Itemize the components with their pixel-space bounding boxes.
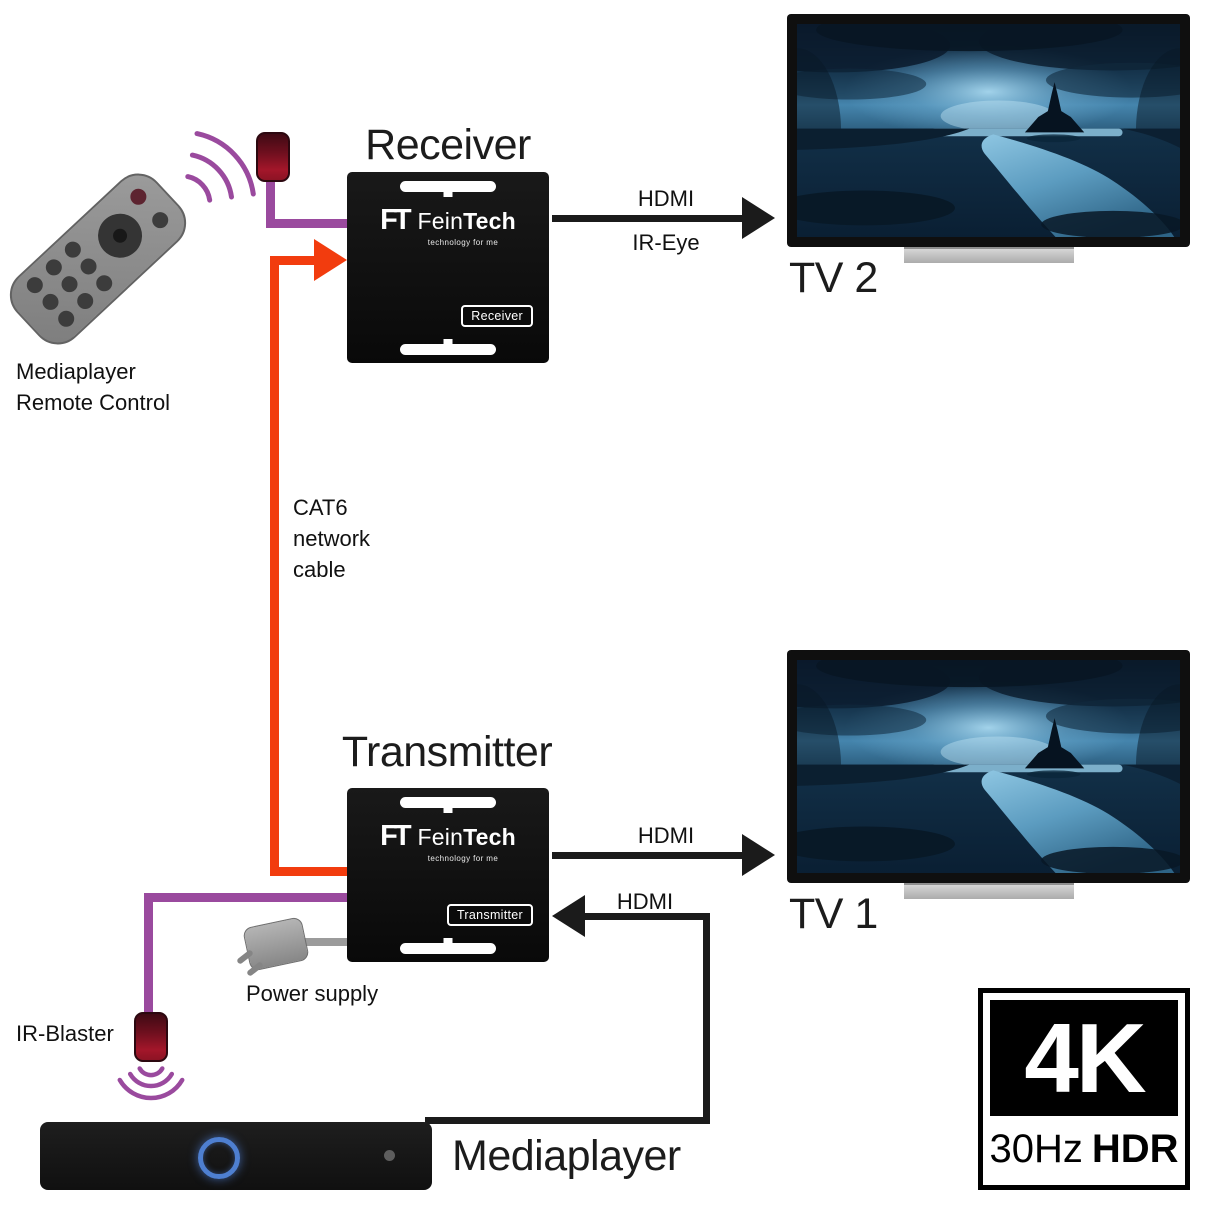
remote-button xyxy=(73,289,97,313)
power-plug-icon xyxy=(242,916,310,972)
tv1-screen-image xyxy=(797,660,1180,873)
brand-fein: Fein xyxy=(417,208,464,234)
brand-tech: Tech xyxy=(463,208,516,234)
cat6-cable-vertical xyxy=(270,256,279,876)
receiver-title: Receiver xyxy=(365,121,531,169)
remote-label-line1: Mediaplayer xyxy=(16,359,136,384)
feintech-logo: FT FeinTech technology for me xyxy=(347,820,549,863)
mediaplayer-label: Mediaplayer xyxy=(452,1132,681,1180)
receiver-plate-label: Receiver xyxy=(461,305,533,327)
feintech-brand-name: FeinTech xyxy=(418,824,516,851)
cat6-label-line1: CAT6 xyxy=(293,495,348,520)
tv1-stand xyxy=(903,883,1074,899)
transmitter-device: FT FeinTech technology for me Transmitte… xyxy=(347,788,549,962)
remote-button xyxy=(39,290,62,314)
badge-rate: 30Hz xyxy=(989,1126,1083,1171)
ir-blaster-cable-vertical xyxy=(144,893,153,1015)
remote-button xyxy=(42,256,66,279)
cat6-cable-top xyxy=(270,256,318,265)
tv2-frame xyxy=(787,14,1190,247)
ir-blaster-pod xyxy=(134,1012,168,1062)
cat6-cable-bottom xyxy=(270,867,347,876)
remote-button xyxy=(148,208,172,232)
4k-hdr-badge: 4K 30Hz HDR xyxy=(978,988,1190,1190)
hdmi-tv2-line xyxy=(552,215,744,222)
ir-eye-pod xyxy=(256,132,290,182)
remote-power-button xyxy=(127,185,150,209)
mediaplayer-device xyxy=(40,1122,432,1190)
feintech-logo: FT FeinTech technology for me xyxy=(347,204,549,247)
receiver-device: FT FeinTech technology for me Receiver xyxy=(347,172,549,363)
mounting-slot-bottom xyxy=(400,344,496,355)
brand-tagline: technology for me xyxy=(427,238,499,247)
hdmi-media-line-horizontal xyxy=(584,913,710,920)
remote-button xyxy=(92,271,116,295)
hdmi-tv1-label: HDMI xyxy=(637,823,695,848)
tv1 xyxy=(787,650,1190,899)
cat6-label: CAT6 network cable xyxy=(293,492,370,585)
feintech-monogram-icon: FT xyxy=(380,820,411,852)
cat6-label-line3: cable xyxy=(293,557,346,582)
brand-fein: Fein xyxy=(417,824,464,850)
remote-button xyxy=(58,272,81,296)
hdmi-tv2-arrowhead-icon xyxy=(742,197,775,239)
ir-blaster-waves-icon xyxy=(117,1066,185,1101)
hdmi-tv1-arrowhead-icon xyxy=(742,834,775,876)
tv2-screen-image xyxy=(797,24,1180,237)
ir-signal-waves-icon xyxy=(185,131,256,203)
badge-4k: 4K xyxy=(990,1000,1178,1116)
mediaplayer-ring-icon xyxy=(198,1137,240,1179)
mounting-slot-top xyxy=(400,797,496,808)
feintech-monogram-icon: FT xyxy=(380,204,411,236)
feintech-logo-row: FT FeinTech xyxy=(347,204,549,237)
hdmi-tv2-label: HDMI xyxy=(637,186,695,211)
feintech-logo-row: FT FeinTech xyxy=(347,820,549,853)
badge-hdr: HDR xyxy=(1091,1126,1179,1171)
remote-button xyxy=(61,238,85,261)
hdmi-media-line-connector xyxy=(425,1117,710,1124)
transmitter-plate-label: Transmitter xyxy=(446,904,533,926)
remote-button xyxy=(77,255,100,278)
tv2-stand xyxy=(903,247,1074,263)
hdmi-tv1-line xyxy=(552,852,744,859)
ir-eye-label: IR-Eye xyxy=(632,230,700,255)
mounting-slot-bottom xyxy=(400,943,496,954)
brand-tech: Tech xyxy=(463,824,516,850)
power-cable xyxy=(300,938,347,946)
mediaplayer-indicator-dot xyxy=(384,1150,395,1161)
hdmi-media-label: HDMI xyxy=(616,889,674,914)
cat6-arrowhead-icon xyxy=(314,239,347,281)
remote-label-line2: Remote Control xyxy=(16,390,171,415)
ir-eye-cable-vertical xyxy=(266,176,275,224)
tv2-label: TV 2 xyxy=(789,254,878,302)
power-label: Power supply xyxy=(246,981,379,1006)
ir-eye-cable-horizontal xyxy=(266,219,347,228)
tv1-frame xyxy=(787,650,1190,883)
remote-button xyxy=(54,307,78,331)
badge-spec: 30Hz HDR xyxy=(989,1116,1179,1182)
tv2 xyxy=(787,14,1190,263)
transmitter-title: Transmitter xyxy=(341,728,553,776)
hdmi-media-line-vertical xyxy=(703,913,710,1122)
brand-tagline: technology for me xyxy=(427,854,499,863)
remote-label: Mediaplayer Remote Control xyxy=(16,356,170,418)
feintech-brand-name: FeinTech xyxy=(418,208,516,235)
hdmi-media-arrowhead-icon xyxy=(552,895,585,937)
remote-control xyxy=(0,162,197,356)
ir-blaster-label: IR-Blaster xyxy=(16,1021,114,1046)
tv1-label: TV 1 xyxy=(789,890,878,938)
ir-blaster-cable-horizontal xyxy=(150,893,347,902)
remote-button xyxy=(23,273,47,297)
mounting-slot-top xyxy=(400,181,496,192)
cat6-label-line2: network xyxy=(293,526,371,551)
